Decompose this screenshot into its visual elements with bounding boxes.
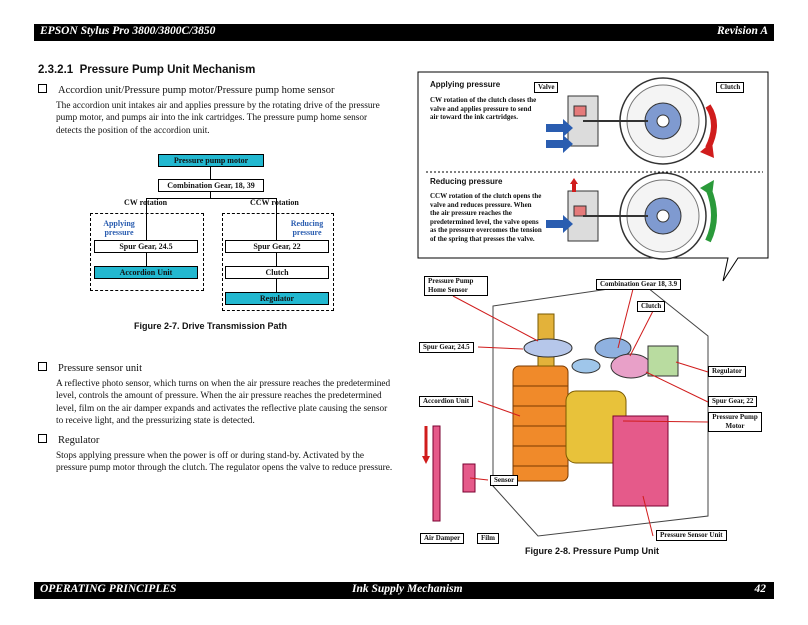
page-footer-bar: OPERATING PRINCIPLES Ink Supply Mechanis… [34,582,774,599]
callout-spur-gear-24-5: Spur Gear, 24.5 [419,342,474,353]
bullet-box-icon [38,84,47,93]
bullet-title: Regulator [58,435,100,446]
footer-chapter: OPERATING PRINCIPLES [40,583,177,595]
section-number: 2.3.2.1 [38,64,74,76]
callout-home-sensor: Pressure Pump Home Sensor [424,276,488,296]
bullet-item-regulator: Regulator [38,434,99,446]
applying-pressure-text: CW rotation of the clutch closes the val… [430,96,537,122]
flow-box-spur-left: Spur Gear, 24.5 [94,240,198,253]
section-heading: 2.3.2.1 Pressure Pump Unit Mechanism [38,64,255,76]
figure-2-7-caption: Figure 2-7. Drive Transmission Path [134,321,288,331]
header-title: EPSON Stylus Pro 3800/3800C/3850 [40,25,216,37]
flow-label-reducing: Reducing pressure [290,219,324,237]
flow-box-clutch: Clutch [225,266,329,279]
pressure-pump-illustration [417,71,769,537]
callout-combination-gear: Combination Gear 18, 3.9 [596,279,682,290]
paragraph-accordion: The accordion unit intakes air and appli… [56,101,380,136]
panel-clutch-label: Clutch [716,82,745,93]
flow-box-regulator: Regulator [225,292,329,305]
applying-pressure-title: Applying pressure [430,80,501,89]
callout-regulator: Regulator [708,366,746,377]
paragraph-regulator: Stops applying pressure when the power i… [56,451,393,474]
dashed-group-reducing [222,213,334,311]
flow-box-gear: Combination Gear, 18, 39 [158,179,264,192]
dashed-group-applying [90,213,204,291]
bullet-title: Accordion unit/Pressure pump motor/Press… [58,85,335,96]
figure-2-8-caption: Figure 2-8. Pressure Pump Unit [525,546,660,556]
flow-label-cw: CW rotation [124,198,168,207]
callout-pressure-sensor-unit: Pressure Sensor Unit [656,530,727,541]
bullet-title: Pressure sensor unit [58,363,142,374]
callout-air-damper: Air Damper [420,533,465,544]
footer-section: Ink Supply Mechanism [352,583,463,595]
page-header-bar: EPSON Stylus Pro 3800/3800C/3850 Revisio… [34,24,774,41]
header-revision: Revision A [716,25,768,37]
footer-page-number: 42 [754,583,767,595]
panel-valve-label: Valve [534,82,559,93]
flow-label-ccw: CCW rotation [250,198,299,207]
reducing-pressure-text: CCW rotation of the clutch opens the val… [430,192,542,243]
callout-film: Film [477,533,499,544]
flow-box-motor: Pressure pump motor [158,154,264,167]
flow-box-accordion: Accordion Unit [94,266,198,279]
flow-label-applying: Applying pressure [103,219,135,237]
callout-pressure-pump-motor: Pressure Pump Motor [708,412,762,432]
callout-sensor: Sensor [490,475,519,486]
flow-box-spur-right: Spur Gear, 22 [225,240,329,253]
section-title: Pressure Pump Unit Mechanism [79,64,256,76]
reducing-pressure-title: Reducing pressure [430,177,503,186]
bullet-item-accordion: Accordion unit/Pressure pump motor/Press… [38,84,334,96]
callout-spur-gear-22: Spur Gear, 22 [708,396,758,407]
bullet-box-icon [38,362,47,371]
callout-clutch: Clutch [637,301,666,312]
paragraph-sensor: A reflective photo sensor, which turns o… [56,379,391,427]
callout-accordion-unit: Accordion Unit [419,396,474,407]
bullet-box-icon [38,434,47,443]
bullet-item-sensor: Pressure sensor unit [38,362,142,374]
